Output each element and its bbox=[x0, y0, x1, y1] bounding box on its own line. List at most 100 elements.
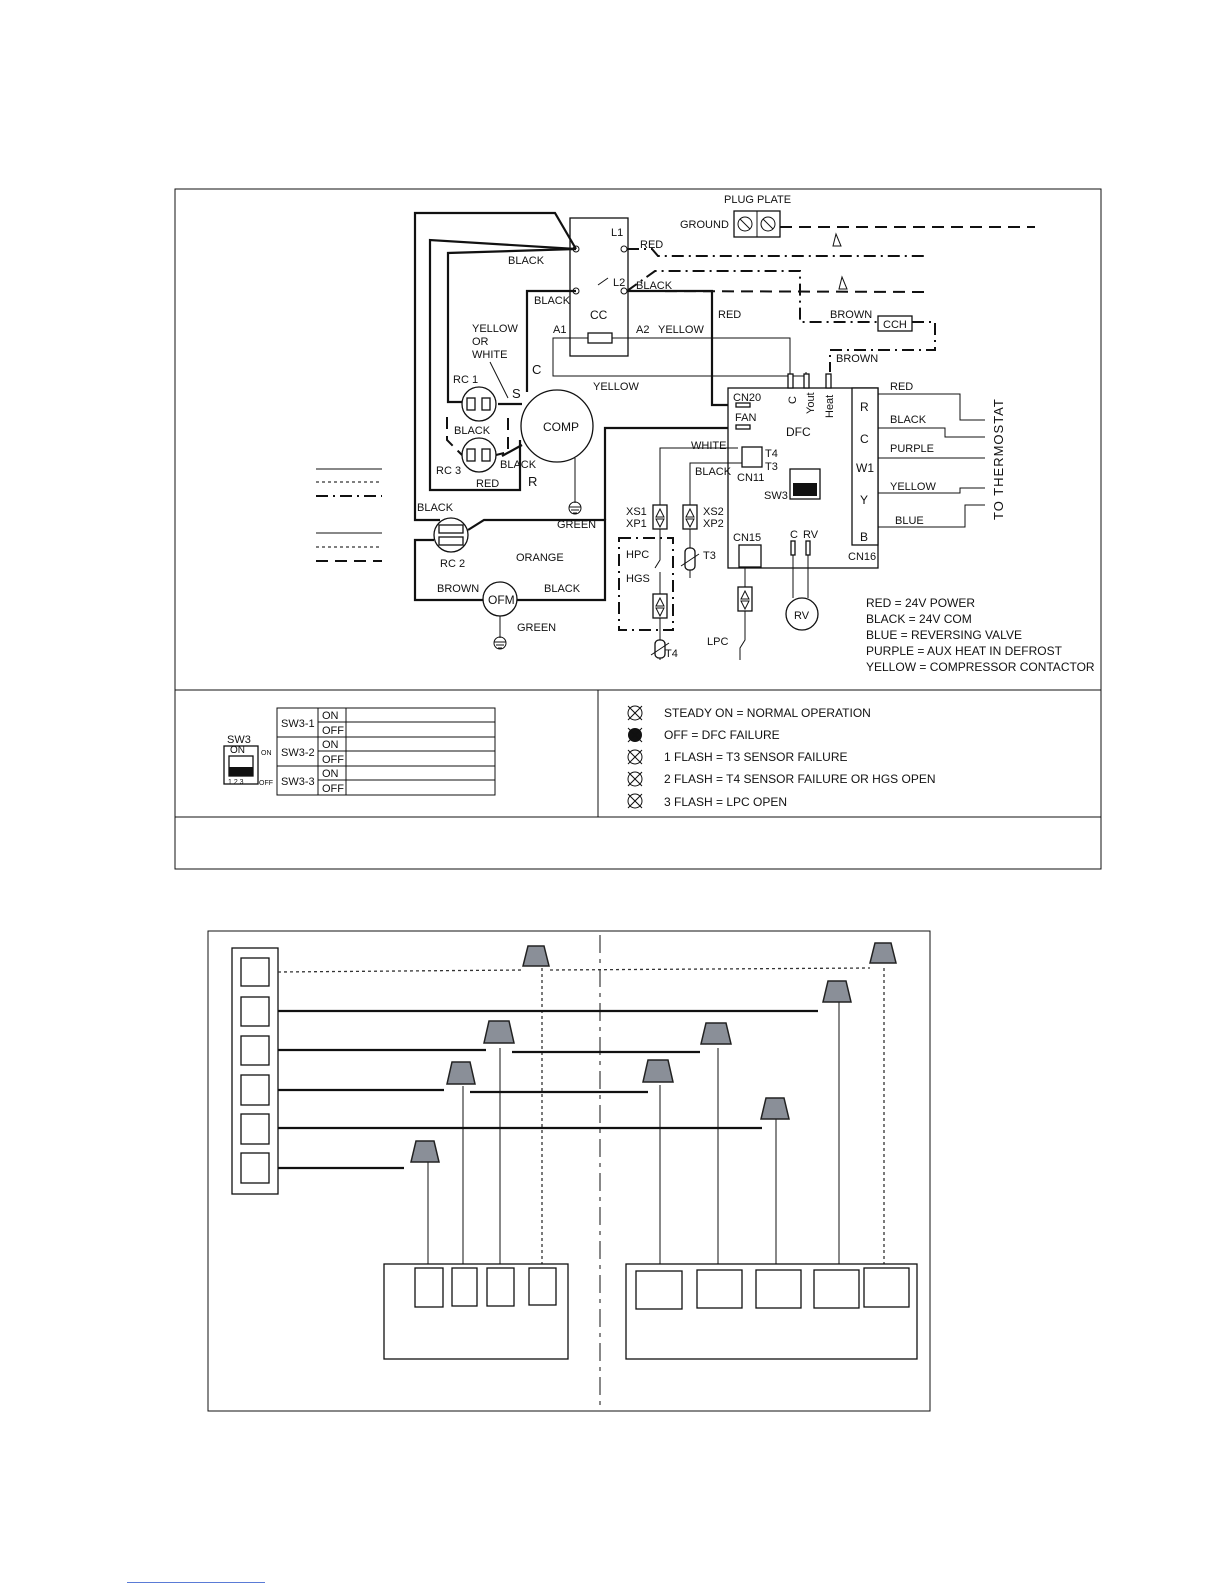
wire-nut-icon bbox=[446, 1061, 476, 1085]
contactor-label: CC bbox=[590, 308, 608, 322]
sw3-2-on: ON bbox=[322, 739, 339, 751]
wire-nut-icon bbox=[838, 275, 848, 290]
hgs-label: HGS bbox=[626, 573, 650, 585]
wire-label-yellow-t: YELLOW bbox=[890, 481, 936, 493]
sw3-switch-icon: ON 1 2 3 bbox=[223, 745, 259, 786]
cn11-connector bbox=[741, 446, 763, 468]
cn16-label: CN16 bbox=[848, 551, 876, 563]
wire-label-yow-3: WHITE bbox=[472, 349, 507, 361]
sw3-1-on: ON bbox=[322, 710, 339, 722]
brown-line-wire bbox=[626, 270, 878, 323]
plug-plate-label: PLUG PLATE bbox=[724, 194, 791, 206]
crankcase-heater bbox=[877, 315, 913, 332]
legend-purple: PURPLE = AUX HEAT IN DEFROST bbox=[866, 644, 1063, 658]
thermostat-wire-c bbox=[878, 427, 985, 438]
legend-blue: BLUE = REVERSING VALVE bbox=[866, 628, 1022, 642]
t4-board-label: T4 bbox=[765, 448, 778, 460]
terminal-l1: L1 bbox=[611, 227, 623, 239]
sw3-label: SW3 bbox=[227, 734, 251, 746]
t3-board-label: T3 bbox=[765, 461, 778, 473]
thermostat-wire-y bbox=[878, 487, 985, 494]
svg-text:1 2 3: 1 2 3 bbox=[228, 779, 244, 786]
comp-terminal-c: C bbox=[532, 362, 541, 377]
wire-label-brown: BROWN bbox=[830, 309, 872, 321]
dfc-label: DFC bbox=[786, 425, 811, 439]
wire-label-brown-2: BROWN bbox=[836, 353, 878, 365]
terminal-l2: L2 bbox=[613, 277, 625, 289]
lpc-label: LPC bbox=[707, 636, 728, 648]
to-thermostat-label: TO THERMOSTAT bbox=[991, 398, 1006, 520]
led-code-off: OFF = DFC FAILURE bbox=[664, 728, 780, 742]
sw3-2-off: OFF bbox=[322, 754, 344, 766]
black-wire-l2 bbox=[525, 289, 576, 392]
black-sensor-wire bbox=[689, 462, 742, 505]
schematic-frame bbox=[174, 188, 1102, 870]
fan-label: FAN bbox=[735, 412, 756, 424]
term-b: B bbox=[860, 530, 868, 544]
red-wire-cn20 bbox=[628, 289, 738, 407]
fan-wire bbox=[603, 426, 738, 520]
wire-label-purple-t: PURPLE bbox=[890, 443, 934, 455]
connector-lpc bbox=[737, 586, 753, 612]
wire-label-black-s: BLACK bbox=[695, 466, 732, 478]
thermostat-wire-b bbox=[878, 504, 985, 528]
led-code-2-flash: 2 FLASH = T4 SENSOR FAILURE OR HGS OPEN bbox=[664, 772, 936, 786]
xs1-label: XS1 bbox=[626, 506, 647, 518]
wire-label-black-2: BLACK bbox=[534, 295, 571, 307]
cn15-connector bbox=[738, 544, 762, 568]
black-wire-l1-b bbox=[428, 238, 577, 492]
wire-label-yow-1: YELLOW bbox=[472, 323, 518, 335]
white-wire bbox=[659, 447, 738, 505]
wire-nut-icon bbox=[522, 945, 550, 967]
comp-terminal-r: R bbox=[528, 474, 537, 489]
brown-heater-wire bbox=[829, 321, 936, 372]
wire-label-red-rc: RED bbox=[476, 478, 499, 490]
rv-label: RV bbox=[794, 610, 810, 622]
term-rv: RV bbox=[803, 529, 819, 541]
xp2-label: XP2 bbox=[703, 518, 724, 530]
svg-text:ON: ON bbox=[230, 745, 245, 756]
wire-nut-icon bbox=[869, 942, 897, 964]
ofm-label: OFM bbox=[488, 593, 515, 607]
term-w1: W1 bbox=[856, 461, 874, 475]
led-code-1-flash: 1 FLASH = T3 SENSOR FAILURE bbox=[664, 750, 848, 764]
wire-nut-icon bbox=[832, 232, 842, 247]
wire-label-red-t: RED bbox=[890, 381, 913, 393]
term-yout: Yout bbox=[805, 392, 817, 414]
wire-label-black-rc3: BLACK bbox=[500, 459, 537, 471]
thermostat-wire-r bbox=[878, 393, 985, 421]
legend-yellow: YELLOW = COMPRESSOR CONTACTOR bbox=[866, 660, 1095, 674]
rc3-label: RC 3 bbox=[436, 465, 461, 477]
xp1-label: XP1 bbox=[626, 518, 647, 530]
sw3-2-label: SW3-2 bbox=[281, 747, 315, 759]
sw3-1-label: SW3-1 bbox=[281, 718, 315, 730]
wire-label-black-t: BLACK bbox=[890, 414, 927, 426]
terminal-strip bbox=[231, 947, 279, 1195]
cn11-label: CN11 bbox=[737, 472, 764, 484]
lpc-switch bbox=[739, 611, 746, 660]
wire-label-green-ofm: GREEN bbox=[517, 622, 556, 634]
sw3-board-label: SW3 bbox=[764, 490, 788, 502]
wire-nut-icon bbox=[700, 1022, 732, 1045]
black-wire-l1 bbox=[413, 211, 577, 522]
sw3-1-off: OFF bbox=[322, 725, 344, 737]
wire-label-white: WHITE bbox=[691, 440, 726, 452]
rc2-label: RC 2 bbox=[440, 558, 465, 570]
term-c-rv: C bbox=[790, 529, 798, 541]
led-icon bbox=[627, 793, 643, 809]
t3-sensor bbox=[684, 547, 696, 571]
xs2-label: XS2 bbox=[703, 506, 724, 518]
yellow-wire-a2 bbox=[628, 337, 791, 376]
wire-nut-icon bbox=[642, 1059, 674, 1083]
led-code-3-flash: 3 FLASH = LPC OPEN bbox=[664, 795, 787, 809]
screw-icon bbox=[737, 216, 753, 232]
line-type-samples bbox=[316, 468, 382, 562]
cn16-terminal-strip bbox=[851, 387, 879, 546]
term-c: C bbox=[860, 432, 869, 446]
terminal-a1: A1 bbox=[553, 324, 566, 336]
wire-label-black-rc: BLACK bbox=[454, 425, 491, 437]
wire-label-green: GREEN bbox=[557, 519, 596, 531]
t4-sensor-label: T4 bbox=[665, 648, 678, 660]
terminal-a2: A2 bbox=[636, 324, 649, 336]
